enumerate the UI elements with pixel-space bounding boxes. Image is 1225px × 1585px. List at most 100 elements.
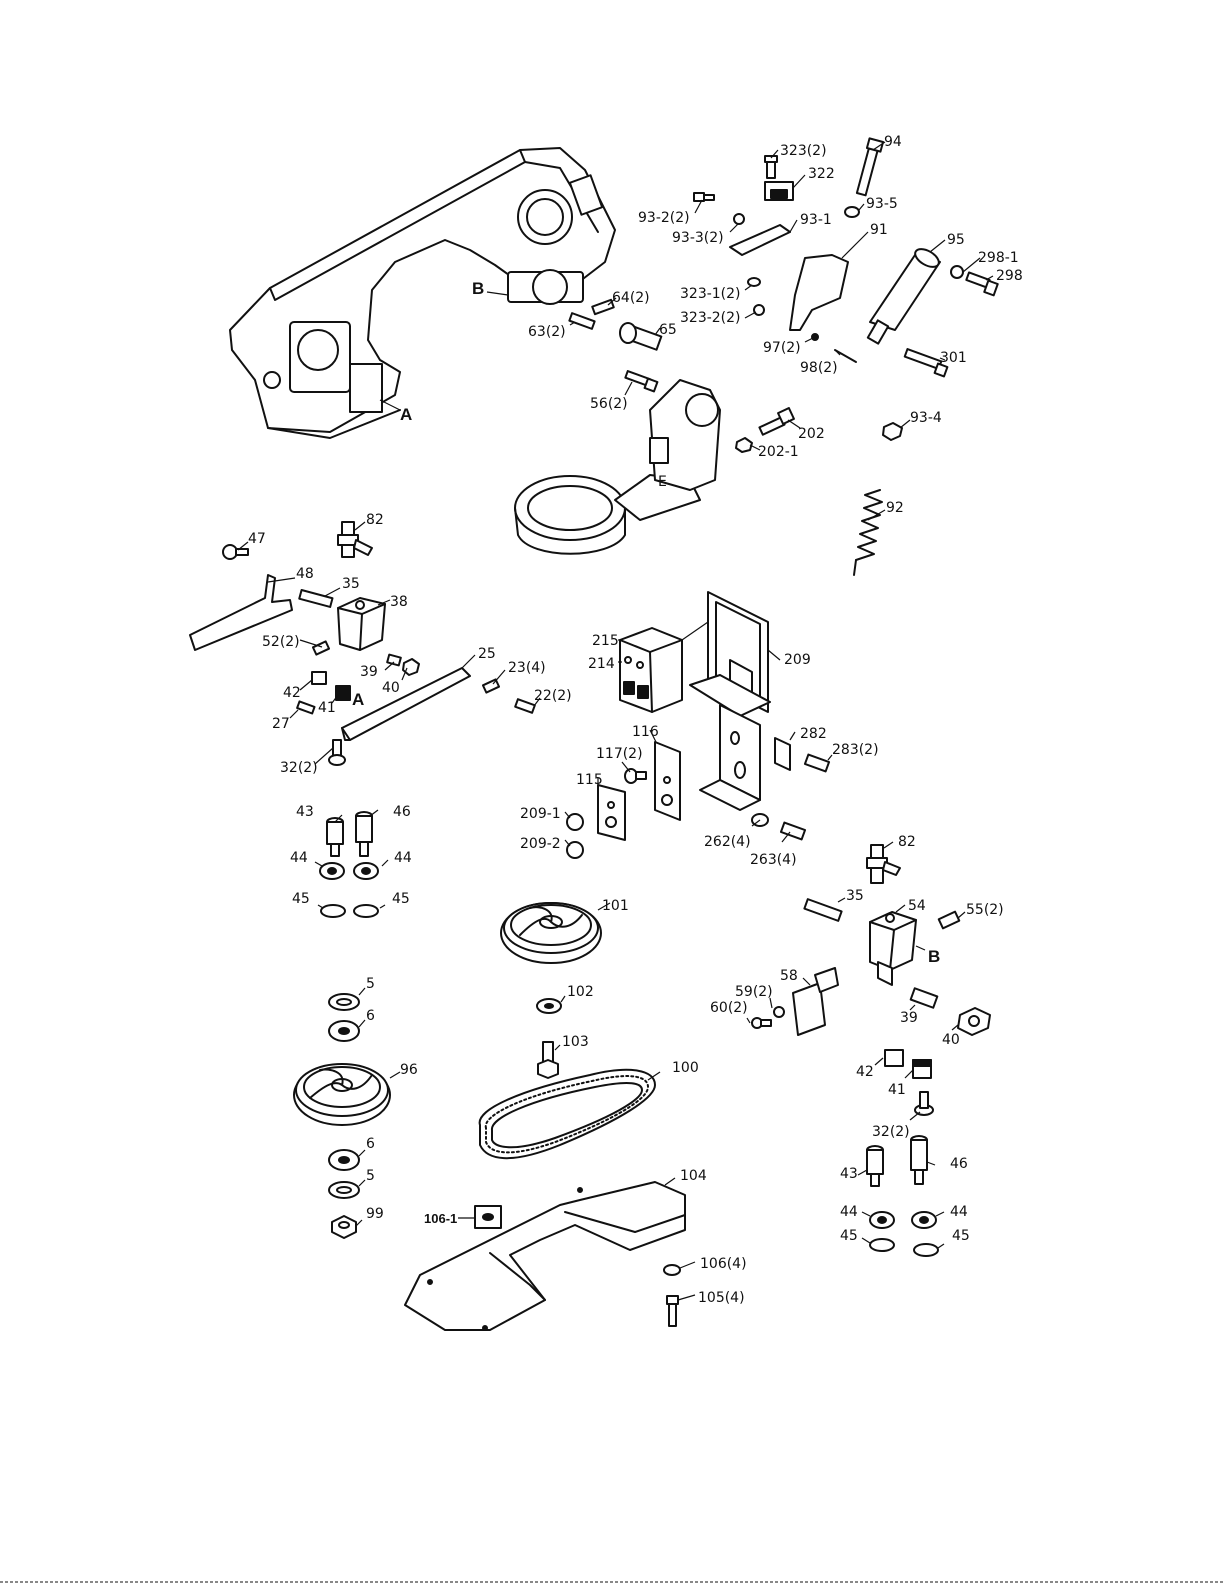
part-115-plate xyxy=(597,784,626,841)
part-93-2-screw xyxy=(693,192,715,202)
part-43-shaft-right xyxy=(866,1145,884,1187)
label-44-right-b: 44 xyxy=(950,1204,968,1220)
label-A-top: A xyxy=(400,405,412,424)
label-106-1: 106-1 xyxy=(424,1211,457,1226)
label-45-left-a: 45 xyxy=(292,891,310,907)
label-99: 99 xyxy=(366,1206,384,1222)
label-101: 101 xyxy=(602,898,629,914)
label-42-left: 42 xyxy=(283,685,301,701)
label-58: 58 xyxy=(780,968,798,984)
label-323-1-2: 323-1(2) xyxy=(680,286,741,302)
label-322: 322 xyxy=(808,166,835,182)
part-103-bolt xyxy=(537,1041,559,1079)
part-5-washer-top xyxy=(328,993,360,1011)
label-35-left: 35 xyxy=(342,576,360,592)
label-209: 209 xyxy=(784,652,811,668)
part-104-guard xyxy=(404,1181,686,1331)
part-92-spring xyxy=(853,489,883,576)
part-64-bolt xyxy=(591,298,615,316)
label-104: 104 xyxy=(680,1168,707,1184)
part-5-washer-bottom xyxy=(328,1181,360,1199)
label-209-1: 209-1 xyxy=(520,806,561,822)
label-E: E xyxy=(658,474,667,490)
label-35-right: 35 xyxy=(846,888,864,904)
part-39-setscrew-right xyxy=(909,987,939,1009)
part-93-1-bracket xyxy=(729,224,791,256)
part-202-screw xyxy=(758,407,795,436)
label-23-4: 23(4) xyxy=(508,660,546,676)
label-82-left: 82 xyxy=(366,512,384,528)
part-42-block-right xyxy=(884,1049,904,1067)
bracket-column xyxy=(699,704,761,811)
label-41-right: 41 xyxy=(888,1082,906,1098)
label-105-4: 105(4) xyxy=(698,1290,745,1306)
label-263-4: 263(4) xyxy=(750,852,797,868)
part-45-ring-left-a xyxy=(320,904,346,918)
label-298: 298 xyxy=(996,268,1023,284)
label-40-right: 40 xyxy=(942,1032,960,1048)
part-95-cylinder xyxy=(866,248,941,345)
label-96: 96 xyxy=(400,1062,418,1078)
label-56-2: 56(2) xyxy=(590,396,628,412)
part-25-bar xyxy=(341,667,471,741)
label-44-left-a: 44 xyxy=(290,850,308,866)
label-115: 115 xyxy=(576,772,603,788)
part-301-bolt xyxy=(903,348,949,378)
part-35-bolt-right xyxy=(803,898,843,922)
label-103: 103 xyxy=(562,1034,589,1050)
label-59-2: 59(2) xyxy=(735,984,773,1000)
label-97-2: 97(2) xyxy=(763,340,801,356)
part-22-screw xyxy=(514,698,536,714)
label-117-2: 117(2) xyxy=(596,746,643,762)
label-93-3-2: 93-3(2) xyxy=(672,230,724,246)
part-323-2-nut xyxy=(753,304,765,316)
part-105-screw xyxy=(666,1295,679,1327)
part-101-pulley xyxy=(500,902,602,964)
label-25: 25 xyxy=(478,646,496,662)
label-93-1: 93-1 xyxy=(800,212,832,228)
part-38-block xyxy=(337,597,386,651)
part-82-valve-right xyxy=(866,844,901,884)
part-labels: 94 323(2) 322 93-2(2) 93-5 93-3(2) 93-1 … xyxy=(248,134,1023,1306)
part-44-bearing-left-b xyxy=(353,862,379,880)
label-54: 54 xyxy=(908,898,926,914)
part-23-setscrew xyxy=(481,678,501,694)
label-202-1: 202-1 xyxy=(758,444,799,460)
label-298-1: 298-1 xyxy=(978,250,1019,266)
label-27: 27 xyxy=(272,716,290,732)
part-40-nut-left xyxy=(402,658,420,676)
part-39-setscrew-left xyxy=(386,653,402,667)
label-45-right-b: 45 xyxy=(952,1228,970,1244)
part-98-pin xyxy=(834,349,857,363)
label-6-top: 6 xyxy=(366,1008,375,1024)
label-48: 48 xyxy=(296,566,314,582)
part-117-screw xyxy=(624,768,647,784)
label-63-2: 63(2) xyxy=(528,324,566,340)
part-27-screw xyxy=(296,700,316,715)
label-B-top: B xyxy=(472,279,484,298)
part-209-1-knob xyxy=(566,813,584,831)
part-93-5-nut xyxy=(844,206,860,218)
label-93-4: 93-4 xyxy=(910,410,942,426)
label-A-mid: A xyxy=(352,690,364,709)
label-82-right: 82 xyxy=(898,834,916,850)
part-45-ring-right-b xyxy=(913,1243,939,1257)
label-323-2: 323(2) xyxy=(780,143,827,159)
label-116: 116 xyxy=(632,724,659,740)
label-91: 91 xyxy=(870,222,888,238)
label-64-2: 64(2) xyxy=(612,290,650,306)
label-52-2: 52(2) xyxy=(262,634,300,650)
part-45-ring-right-a xyxy=(869,1238,895,1252)
part-43-shaft-left xyxy=(326,817,344,857)
label-46-left: 46 xyxy=(393,804,411,820)
label-214: 214 xyxy=(588,656,615,672)
part-52-setscrew xyxy=(311,640,331,656)
part-282-clip xyxy=(774,737,791,771)
part-102-washer xyxy=(536,998,562,1014)
part-94-bolt xyxy=(855,137,885,197)
label-32-2-left: 32(2) xyxy=(280,760,318,776)
part-44-bearing-right-a xyxy=(869,1211,895,1229)
label-283-2: 283(2) xyxy=(832,742,879,758)
part-48-arm xyxy=(189,574,293,651)
